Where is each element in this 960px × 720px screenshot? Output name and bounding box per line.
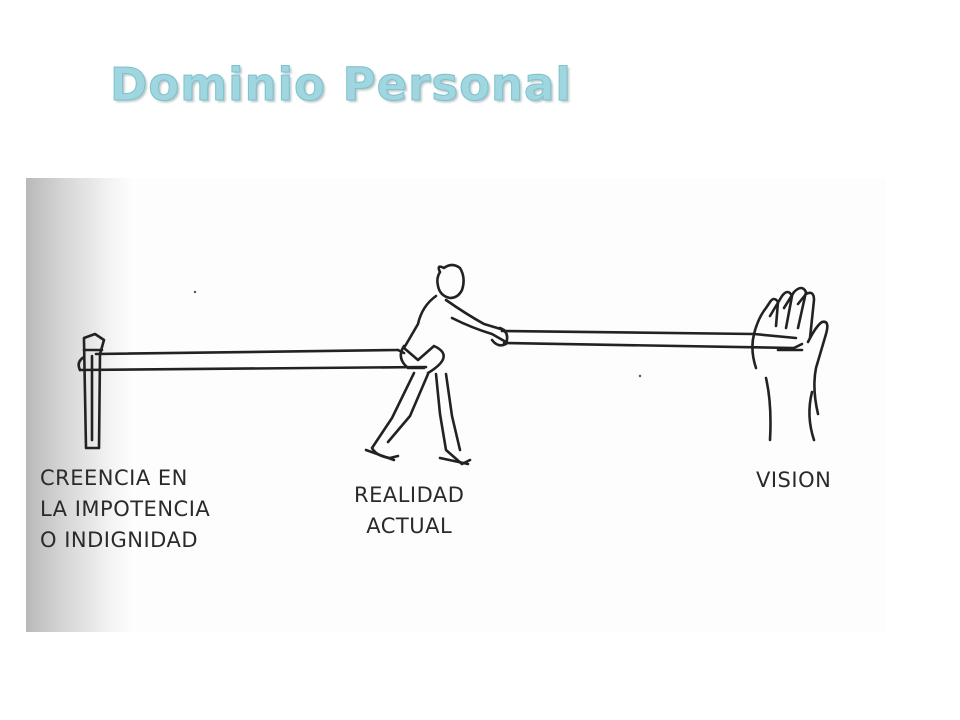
label-vision: VISION bbox=[756, 468, 832, 492]
hand-icon bbox=[751, 286, 829, 442]
speck bbox=[638, 374, 642, 378]
label-belief: CREENCIA EN LA IMPOTENCIA O INDIGNIDAD bbox=[40, 466, 211, 552]
tension-band-right bbox=[500, 329, 804, 350]
speck bbox=[193, 290, 197, 294]
tension-band-left bbox=[77, 348, 428, 372]
label-current-reality: REALIDAD ACTUAL bbox=[354, 483, 465, 538]
person-figure-icon bbox=[364, 263, 509, 466]
scan-shadow-edge bbox=[26, 178, 136, 632]
scanned-illustration: CREENCIA EN LA IMPOTENCIA O INDIGNIDAD R… bbox=[26, 178, 886, 632]
sketch-drawing bbox=[26, 178, 886, 632]
slide-title: Dominio Personal bbox=[110, 58, 572, 112]
